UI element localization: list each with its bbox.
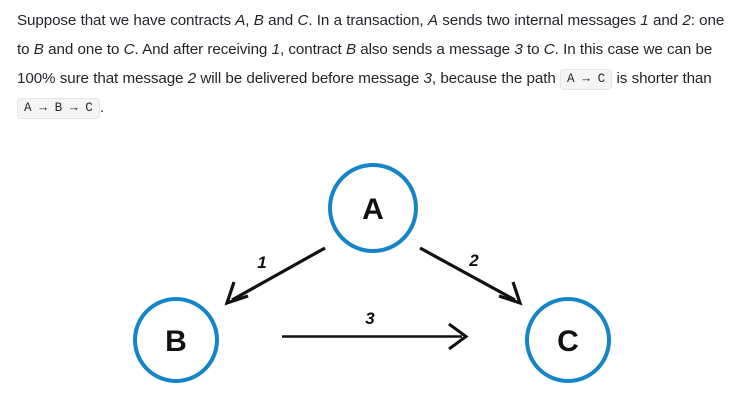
contract-ref-b: B <box>345 41 356 58</box>
text-segment: . In this case we can be 100% sure that … <box>17 41 713 87</box>
node-b: B <box>133 297 219 383</box>
contract-ref-b: B <box>33 41 44 58</box>
contract-ref-c: C <box>123 41 135 58</box>
text-segment: Suppose that we have contracts <box>17 12 236 29</box>
edge-b-to-c: 3 <box>282 309 469 351</box>
contract-ref-b: B <box>253 12 264 29</box>
edge-3-arrowhead-icon <box>448 322 469 351</box>
text-segment: , contract <box>279 41 346 58</box>
text-segment: . In a transaction, <box>308 12 428 29</box>
node-c-circle <box>525 297 611 383</box>
text-segment: also sends a message <box>355 41 515 58</box>
message-ref-3: 3 <box>423 70 432 87</box>
edge-2-label: 2 <box>468 251 479 270</box>
edge-a-to-c: 2 <box>419 246 523 306</box>
text-segment: sends two internal messages <box>437 12 641 29</box>
node-c: C <box>525 297 611 383</box>
text-segment: and <box>263 12 298 29</box>
explanatory-paragraph: Suppose that we have contracts A, B and … <box>17 6 729 122</box>
edge-2-arrowhead-icon <box>498 281 523 306</box>
edge-3-label: 3 <box>365 309 375 328</box>
message-ref-3: 3 <box>514 41 523 58</box>
edge-1-line <box>231 246 326 302</box>
code-path-a-c: A → C <box>559 69 613 90</box>
text-segment: , <box>245 12 254 29</box>
text-segment: and <box>648 12 683 29</box>
text-segment: is shorter than <box>612 70 712 87</box>
code-path-a-b-c: A → B → C <box>17 98 100 119</box>
edge-1-label: 1 <box>257 253 266 272</box>
edge-2-line <box>419 246 516 302</box>
message-ref-2: 2 <box>682 12 691 29</box>
message-ref-2: 2 <box>187 70 197 87</box>
text-segment: , because the path <box>431 70 560 87</box>
node-b-circle <box>133 297 219 383</box>
edge-a-to-b: 1 <box>224 246 326 306</box>
contract-ref-c: C <box>543 41 555 58</box>
text-segment: will be delivered before message <box>196 70 424 87</box>
contract-ref-a: A <box>235 12 246 29</box>
text-segment: to <box>522 41 544 58</box>
message-ref-1: 1 <box>271 41 280 58</box>
text-segment: . And after receiving <box>134 41 272 58</box>
message-flow-diagram: 1 2 3 A B C <box>0 128 741 407</box>
node-a: A <box>328 163 418 253</box>
message-ref-1: 1 <box>640 12 649 29</box>
text-segment: : one to <box>17 12 725 58</box>
contract-ref-a: A <box>427 12 438 29</box>
edge-1-arrowhead-icon <box>224 281 249 306</box>
text-segment: and one to <box>43 41 124 58</box>
node-a-label: A <box>362 193 384 226</box>
node-c-label: C <box>557 325 579 358</box>
contract-ref-c: C <box>297 12 309 29</box>
node-a-circle <box>328 163 418 253</box>
text-segment: . <box>99 99 104 116</box>
node-b-label: B <box>165 325 187 358</box>
